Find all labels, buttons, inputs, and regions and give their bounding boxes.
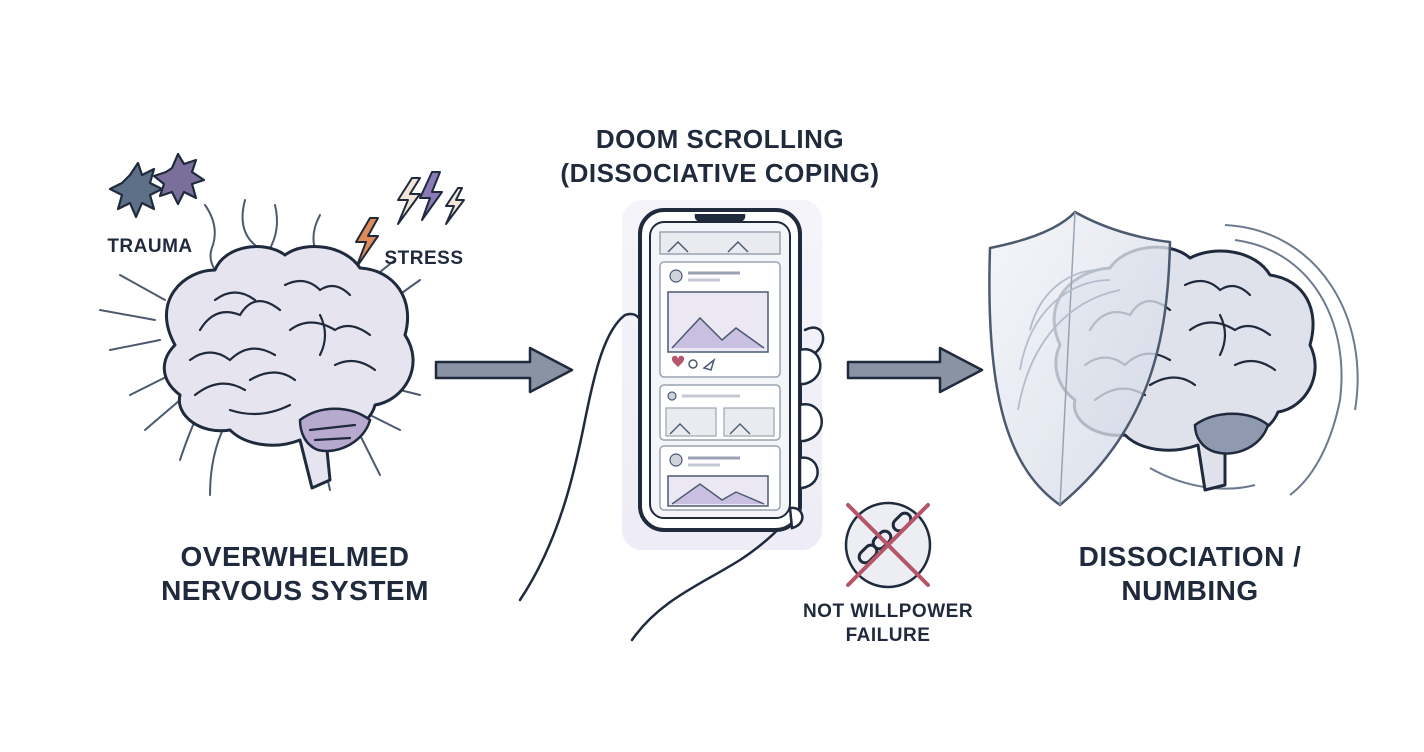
shield-icon bbox=[988, 210, 1172, 507]
cross-icon bbox=[846, 503, 930, 587]
heart-icon bbox=[671, 355, 685, 367]
arrow-left-to-middle bbox=[434, 346, 574, 394]
note-caption-line1: NOT WILLPOWER bbox=[802, 601, 974, 622]
trauma-label: TRAUMA bbox=[107, 236, 193, 257]
middle-title-line1: DOOM SCROLLING bbox=[595, 124, 845, 154]
brain-icon bbox=[162, 244, 415, 490]
note-caption-line2: FAILURE bbox=[845, 625, 931, 646]
right-caption-line1: DISSOCIATION / bbox=[1078, 541, 1302, 572]
smartphone-icon bbox=[638, 208, 802, 532]
finger-tips bbox=[788, 348, 823, 530]
stress-rays bbox=[99, 199, 421, 496]
right-caption-line2: NUMBING bbox=[1121, 575, 1259, 606]
right-caption: DISSOCIATION / NUMBING bbox=[1060, 540, 1320, 608]
middle-title: DOOM SCROLLING (DISSOCIATIVE COPING) bbox=[540, 122, 900, 190]
left-caption: OVERWHELMED NERVOUS SYSTEM bbox=[150, 540, 440, 608]
left-caption-line1: OVERWHELMED bbox=[180, 541, 410, 572]
trauma-starburst-icon bbox=[108, 152, 206, 219]
share-icon bbox=[702, 357, 716, 371]
left-caption-line2: NERVOUS SYSTEM bbox=[161, 575, 429, 606]
note-caption: NOT WILLPOWER FAILURE bbox=[788, 600, 988, 648]
middle-title-line2: (DISSOCIATIVE COPING) bbox=[560, 158, 880, 188]
stress-label: STRESS bbox=[384, 248, 464, 269]
stress-lightning-icon bbox=[355, 171, 465, 269]
arrow-middle-to-right bbox=[846, 346, 984, 394]
comment-icon bbox=[688, 359, 698, 369]
